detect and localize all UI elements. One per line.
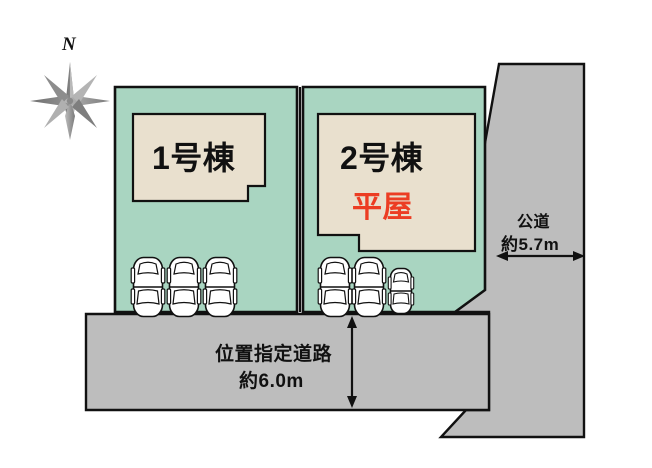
car-icon — [317, 256, 353, 318]
public-road-width-arrow — [496, 251, 585, 261]
car-icon — [351, 256, 387, 318]
public-road-name-label: 公道 — [517, 214, 551, 231]
car-icon — [202, 256, 238, 318]
compass-north-label: N — [62, 34, 77, 55]
lot-1-building-label: 1号棟 — [152, 140, 236, 176]
designated-road-name-label: 位置指定道路 — [215, 344, 333, 365]
lot-1-parking — [130, 256, 238, 318]
car-icon — [166, 256, 202, 318]
road-designated-south — [84, 312, 491, 412]
lot-1-building-outline — [131, 112, 267, 203]
compass-rose-icon — [30, 62, 110, 140]
designated-road-width-label: 約6.0m — [239, 371, 304, 392]
car-compact-icon — [387, 267, 415, 315]
public-road-width-label: 約5.7m — [501, 235, 560, 254]
designated-road-width-arrow — [347, 316, 357, 408]
lot-2-building-label: 2号棟 — [340, 140, 424, 176]
lot-2-building-outline — [316, 112, 477, 253]
lot-2-building-sublabel: 平屋 — [352, 191, 413, 224]
car-icon — [130, 256, 166, 318]
